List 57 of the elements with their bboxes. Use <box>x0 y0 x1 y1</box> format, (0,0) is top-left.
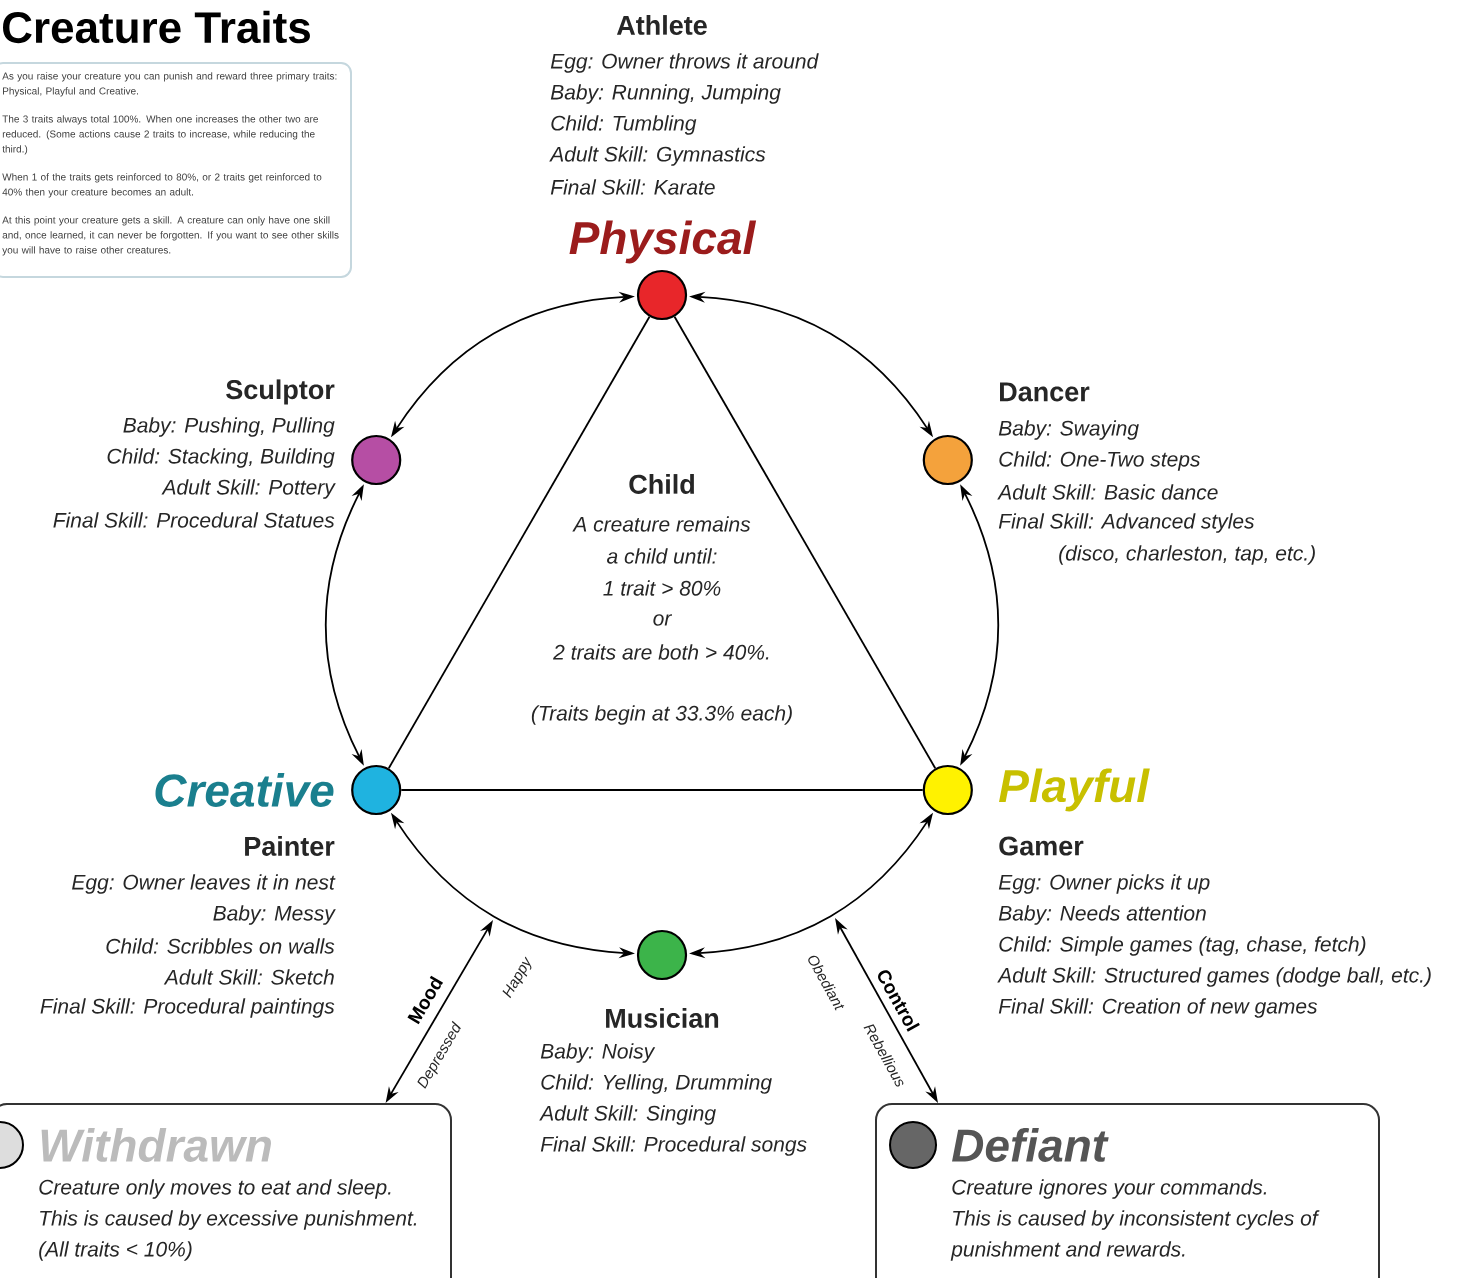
skill-text: Final Skill: Karate <box>550 179 715 195</box>
skill-text: Adult Skill: Structured games (dodge ball, etc.) <box>997 967 1431 987</box>
trait-dot <box>922 434 973 486</box>
skill-text: Child: Stacking, Building <box>107 448 335 468</box>
skill-text: Baby: Needs attention <box>998 905 1206 925</box>
skill-text: Child: Tumbling <box>551 115 697 135</box>
trait-name: Creative <box>155 773 334 807</box>
trait-dot <box>922 764 973 816</box>
skill-text: Adult Skill: Pottery <box>161 479 336 499</box>
character-name: Gamer <box>999 836 1084 856</box>
skill-text: Child: Simple games (tag, chase, fetch) <box>999 936 1366 956</box>
skill-text: Child: One-Two steps <box>999 451 1201 471</box>
skill-text: Adult Skill: Sketch <box>163 969 334 985</box>
skill-text: Egg: Owner picks it up <box>998 874 1210 894</box>
skill-text: Baby: Swaying <box>998 420 1139 440</box>
skill-text: Final Skill: Procedural paintings <box>40 998 335 1018</box>
character-name: Athlete <box>616 15 707 35</box>
center-text: (Traits begin at 33.3% each) <box>531 705 792 725</box>
character-name: Sculptor <box>226 379 335 405</box>
connector-line <box>400 789 924 791</box>
state-box: Withdrawn Creature only moves to eat and sleep. This is caused by excessive punishment. (All traits < 10%) <box>0 1103 452 1278</box>
skill-text: Final Skill: Creation of new games <box>998 998 1318 1018</box>
info-box: As you raise your creature you can punish and reward three primary traits: Physical, Playful and Creative. The 3 traits always total 100%. When one increases the other two are reduced. (Some actions cause 2 traits to increase, while reducing the third.) When 1 of the traits gets reinforced to 80%, or 2 traits get reinforced to 40% then your creature becomes an adult. At this point your creature gets a skill. A creature can only have one skill and, once learned, it can never be forgotten. If you want to see other skills you will have to raise other creatures. <box>0 62 352 278</box>
trait-name: Playful <box>999 768 1150 812</box>
skill-text: Baby: Running, Jumping <box>550 84 781 104</box>
skill-text: Child: Scribbles on walls <box>106 938 335 954</box>
center-heading: Child <box>629 474 694 494</box>
character-name: Painter <box>245 836 335 856</box>
skill-text: Adult Skill: Gymnastics <box>549 146 766 166</box>
skill-text: Final Skill: Advanced styles <box>998 513 1255 533</box>
skill-text: Baby: Messy <box>213 905 336 925</box>
center-text: a child until: <box>607 548 717 564</box>
center-text: 2 traits are both > 40%. <box>553 644 769 660</box>
connector-line <box>387 315 651 770</box>
center-text: or <box>653 614 673 626</box>
trait-dot <box>636 929 688 981</box>
state-box: Defiant Creature ignores your commands. This is caused by inconsistent cycles of punishment and rewards. <box>875 1103 1380 1278</box>
skill-text: Egg: Owner throws it around <box>550 53 819 73</box>
character-name: Musician <box>606 1008 719 1028</box>
skill-text: Adult Skill: Singing <box>539 1105 716 1125</box>
skill-text: Child: Yelling, Drumming <box>541 1074 772 1094</box>
connector-line <box>673 315 937 770</box>
trait-dot <box>636 269 688 321</box>
skill-text: Baby: Noisy <box>540 1043 656 1063</box>
center-text: 1 trait > 80% <box>603 580 721 596</box>
title: Creature Traits <box>3 10 310 44</box>
center-text: A creature remains <box>572 516 751 532</box>
trait-dot <box>351 764 402 816</box>
skill-text: Adult Skill: Basic dance <box>997 484 1218 500</box>
skill-text: Final Skill: Procedural Statues <box>53 512 335 528</box>
skill-text: (disco, charleston, tap, etc.) <box>1059 545 1315 565</box>
trait-dot <box>351 434 402 486</box>
character-name: Dancer <box>1000 382 1090 402</box>
skill-text: Egg: Owner leaves it in nest <box>72 874 336 894</box>
skill-text: Final Skill: Procedural songs <box>540 1136 807 1156</box>
skill-text: Baby: Pushing, Pulling <box>123 417 335 437</box>
trait-name: Physical <box>569 220 757 264</box>
